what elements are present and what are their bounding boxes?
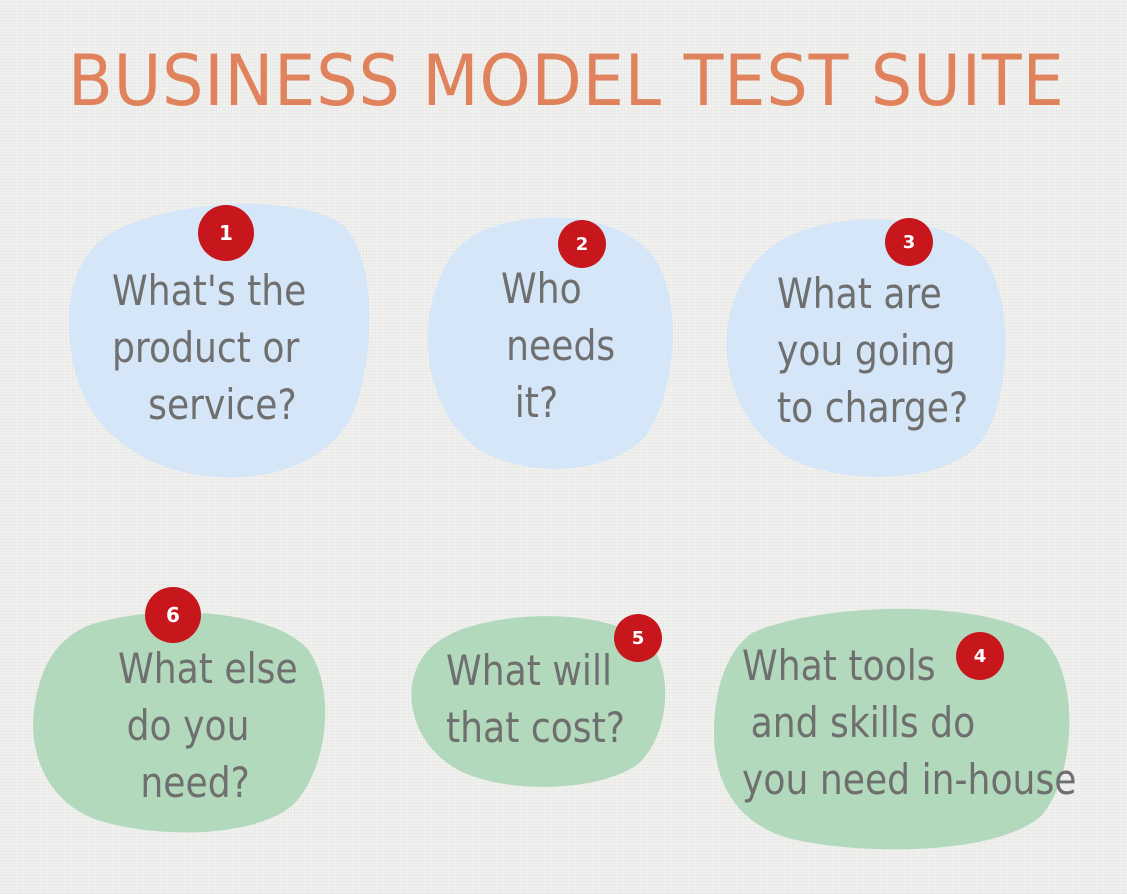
question-bubble-1: What's the product or service? xyxy=(68,200,370,480)
number-badge-3: 3 xyxy=(885,218,933,266)
blue-bubble-shape xyxy=(427,217,673,469)
number-badge-4: 4 xyxy=(956,632,1004,680)
question-bubble-5: What will that cost? xyxy=(410,612,670,787)
question-1-line-3: service? xyxy=(148,380,297,429)
question-1-line-2: product or xyxy=(112,323,300,372)
question-text-4: What tools and skills do you need in-hou… xyxy=(742,637,1076,808)
question-2-line-1: Who xyxy=(501,264,582,313)
bubble-3-fill xyxy=(726,219,1006,477)
question-4-line-2: and skills do xyxy=(750,698,976,747)
question-text-5: What will that cost? xyxy=(446,642,625,756)
question-6-line-2: do you xyxy=(126,701,250,750)
question-5-line-2: that cost? xyxy=(446,703,625,752)
question-bubble-4: What tools and skills do you need in-hou… xyxy=(712,603,1076,851)
number-badge-2: 2 xyxy=(558,220,606,268)
green-bubble-shape xyxy=(33,612,326,833)
bubble-6-fill xyxy=(33,612,326,833)
bubble-5-fill xyxy=(411,616,666,787)
question-text-6: What else do you need? xyxy=(118,640,298,811)
blue-bubble-shape xyxy=(726,219,1006,477)
number-badge-1: 1 xyxy=(198,205,254,261)
page-title: BUSINESS MODEL TEST SUITE xyxy=(68,40,1065,122)
question-4-line-3: you need in-house xyxy=(742,755,1077,804)
question-text-2: Who needs it? xyxy=(501,260,615,431)
question-3-line-3: to charge? xyxy=(777,383,969,432)
bubble-2-fill xyxy=(427,217,673,469)
question-3-line-1: What are xyxy=(777,269,942,318)
question-text-3: What are you going to charge? xyxy=(777,265,968,436)
bubble-1-fill xyxy=(68,204,370,478)
green-bubble-shape xyxy=(411,616,666,787)
question-6-line-3: need? xyxy=(140,758,250,807)
question-bubble-6: What else do you need? xyxy=(32,608,330,834)
question-5-line-1: What will xyxy=(446,646,613,695)
blue-bubble-shape xyxy=(68,204,370,478)
number-badge-6: 6 xyxy=(145,587,201,643)
question-4-line-1: What tools xyxy=(742,641,936,690)
question-bubble-3: What are you going to charge? xyxy=(725,213,1007,483)
question-2-line-2: needs xyxy=(506,321,616,370)
number-badge-5: 5 xyxy=(614,614,662,662)
question-1-line-1: What's the xyxy=(112,266,307,315)
question-2-line-3: it? xyxy=(514,378,559,427)
question-6-line-1: What else xyxy=(118,644,298,693)
question-3-line-2: you going xyxy=(777,326,956,375)
question-text-1: What's the product or service? xyxy=(112,262,306,433)
question-bubble-2: Who needs it? xyxy=(425,212,675,474)
